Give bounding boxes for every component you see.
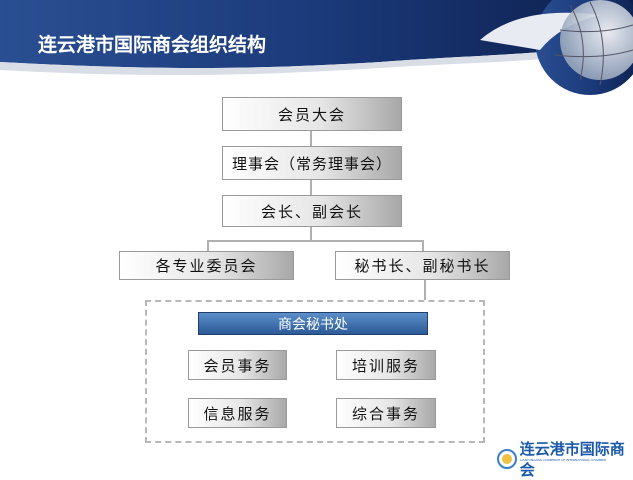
logo-name: 连云港市国际商会 xyxy=(519,440,625,479)
page-title: 连云港市国际商会组织结构 xyxy=(38,34,267,56)
node-training: 培训服务 xyxy=(336,350,436,380)
connector xyxy=(207,240,424,242)
connector xyxy=(207,240,209,251)
connector xyxy=(310,131,312,241)
node-information: 信息服务 xyxy=(188,398,287,428)
node-member-affairs: 会员事务 xyxy=(188,350,287,380)
connector xyxy=(422,240,424,251)
node-general-affairs: 综合事务 xyxy=(336,398,436,428)
secretariat-group xyxy=(145,300,485,443)
node-council: 理事会（常务理事会） xyxy=(222,146,402,180)
node-members-assembly: 会员大会 xyxy=(222,97,402,131)
header-banner-icon xyxy=(0,0,633,95)
chamber-logo: 连云港市国际商会 LIANYUNGANG CONMERCE OF INTERNA… xyxy=(496,438,633,480)
slide-header: 连云港市国际商会组织结构 xyxy=(0,0,633,100)
node-secretariat: 商会秘书处 xyxy=(198,312,428,335)
globe-logo-icon xyxy=(497,449,517,469)
node-secretary-general: 秘书长、副秘书长 xyxy=(335,251,510,280)
logo-subtitle: LIANYUNGANG CONMERCE OF INTERNATIONAL CH… xyxy=(520,458,607,462)
connector xyxy=(424,280,426,300)
node-committees: 各专业委员会 xyxy=(119,251,294,280)
node-president: 会长、副会长 xyxy=(222,195,402,227)
